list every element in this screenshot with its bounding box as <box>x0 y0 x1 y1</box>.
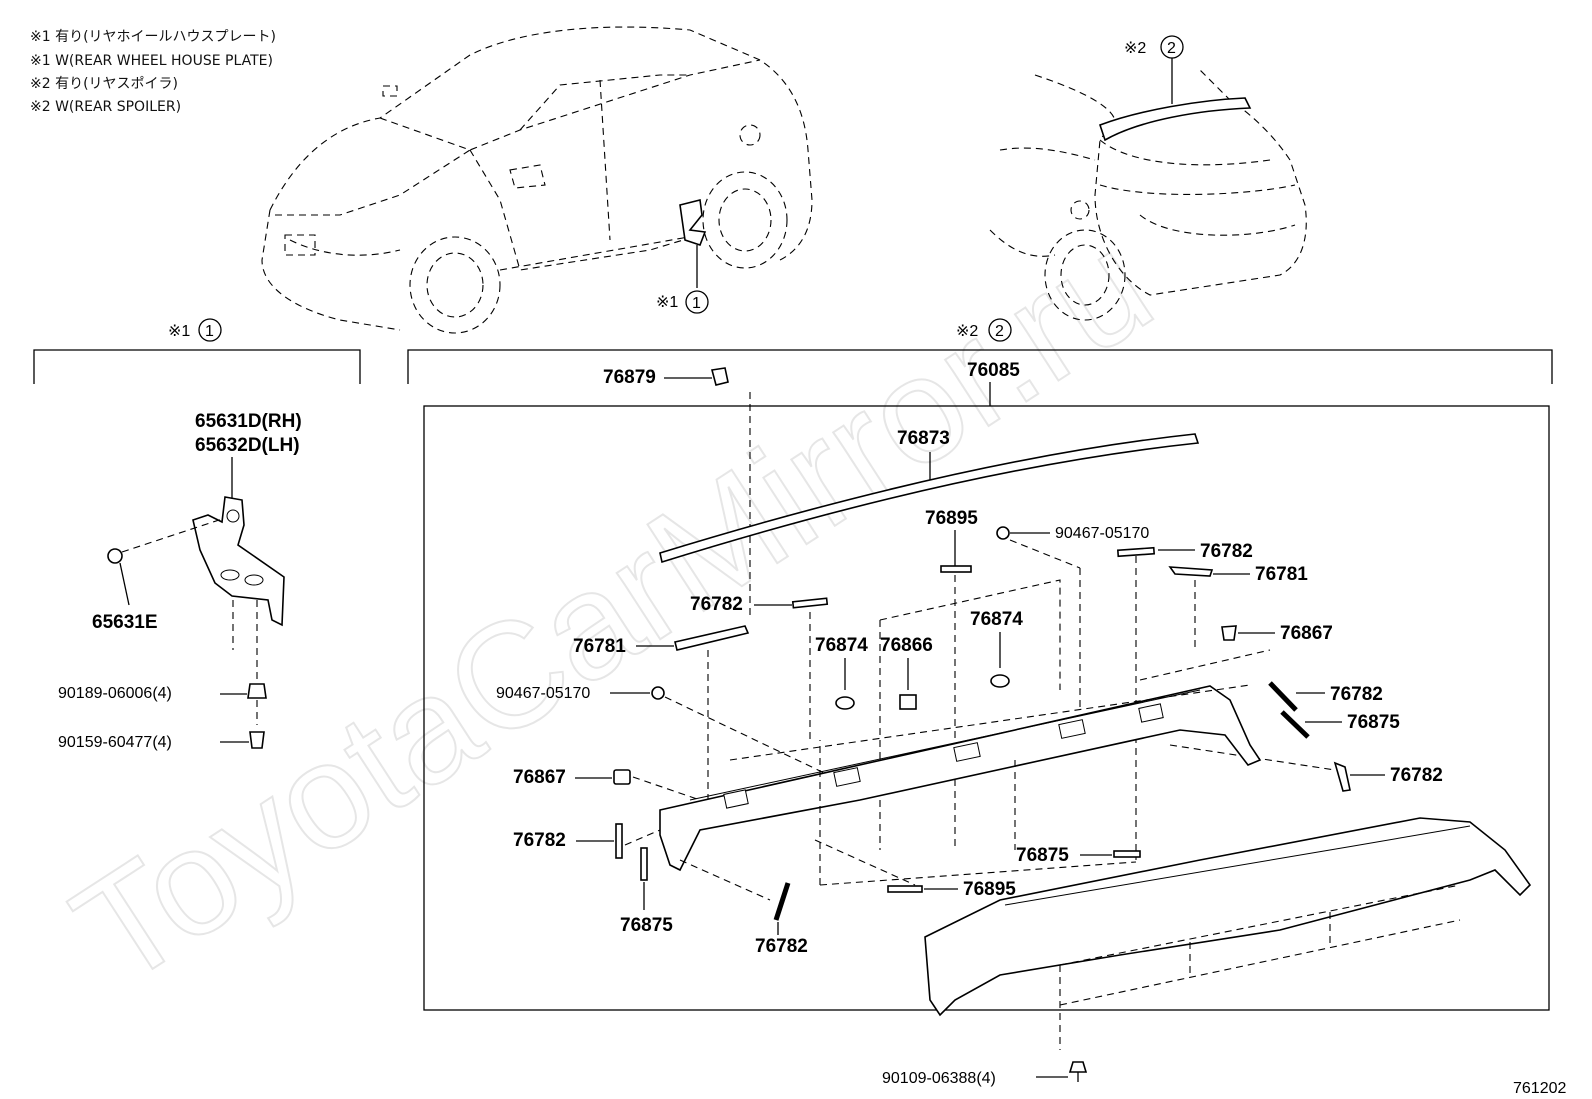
section-1-ref: ※1 <box>168 323 190 340</box>
label-76781-b: 76781 <box>573 636 626 657</box>
callout-circle-1-car <box>685 290 709 314</box>
label-90467-left: 90467-05170 <box>496 685 590 702</box>
label-76875-c: 76875 <box>1016 845 1069 866</box>
label-76781-a: 76781 <box>1255 564 1308 585</box>
label-76867-right: 76867 <box>1280 623 1333 644</box>
label-76782-b: 76782 <box>690 594 743 615</box>
bolt-90109 <box>1068 1061 1088 1073</box>
label-90159: 90159-60477(4) <box>58 734 172 751</box>
callout-ref1-car: ※1 <box>656 294 678 311</box>
note-2-en: ※2 W(REAR SPOILER) <box>30 99 181 115</box>
label-65632D: 65632D(LH) <box>195 435 300 456</box>
note-1-en: ※1 W(REAR WHEEL HOUSE PLATE) <box>30 53 273 69</box>
label-76782-c: 76782 <box>1330 684 1383 705</box>
label-76874-b: 76874 <box>970 609 1023 630</box>
label-76873: 76873 <box>897 428 950 449</box>
wheel-house-plate <box>192 496 285 627</box>
label-76085: 76085 <box>967 360 1020 381</box>
label-76895-top: 76895 <box>925 508 978 529</box>
callout-circle-2-car-label: 2 <box>1167 40 1176 57</box>
figure-code: 761202 <box>1513 1080 1566 1097</box>
label-76879: 76879 <box>603 367 656 388</box>
callout-circle-2-car <box>1160 35 1184 59</box>
note-1-jp: ※1 有り(リヤホイールハウスプレート) <box>30 29 276 45</box>
section-1-circle-label: 1 <box>205 323 214 340</box>
section-1-header: ※1 1 <box>33 318 361 384</box>
label-65631D: 65631D(RH) <box>195 411 302 432</box>
legend-notes: ※1 有り(リヤホイールハウスプレート) ※1 W(REAR WHEEL HOU… <box>30 29 276 115</box>
label-76875-a: 76875 <box>1347 712 1400 733</box>
car-front-view <box>261 26 813 334</box>
label-90109: 90109-06388(4) <box>882 1070 996 1087</box>
label-90467-right: 90467-05170 <box>1055 525 1149 542</box>
label-76895-bottom: 76895 <box>963 879 1016 900</box>
section-2-circle-label: 2 <box>995 323 1004 340</box>
callout-ref2-car: ※2 <box>1124 40 1146 57</box>
label-76782-d: 76782 <box>1390 765 1443 786</box>
label-76867-left: 76867 <box>513 767 566 788</box>
screw-90159 <box>249 731 265 749</box>
spoiler-assembly-frame <box>423 405 1550 1011</box>
section-2-ref: ※2 <box>956 323 978 340</box>
car-rear-view <box>989 58 1307 321</box>
spoiler-cover <box>924 817 1532 1017</box>
callout-circle-1-car-label: 1 <box>692 295 701 312</box>
label-76782-a: 76782 <box>1200 541 1253 562</box>
screw-65631E <box>107 548 123 564</box>
molding-76873 <box>659 433 1200 564</box>
clip-90189 <box>247 683 267 699</box>
label-76782-f: 76782 <box>755 936 808 957</box>
label-65631E: 65631E <box>92 612 158 633</box>
section-2-header: ※2 2 <box>407 318 1553 384</box>
label-76782-e: 76782 <box>513 830 566 851</box>
label-76875-b: 76875 <box>620 915 673 936</box>
label-90189: 90189-06006(4) <box>58 685 172 702</box>
section-2-parts: 76085 76879 76873 76895 90467-05170 7678… <box>423 360 1550 1087</box>
label-76866: 76866 <box>880 635 933 656</box>
note-2-jp: ※2 有り(リヤスポイラ) <box>30 76 178 92</box>
spoiler-base <box>659 685 1262 872</box>
section-1-parts: 65631D(RH) 65632D(LH) 65631E 90189-06006… <box>58 411 302 751</box>
label-76874-a: 76874 <box>815 635 868 656</box>
